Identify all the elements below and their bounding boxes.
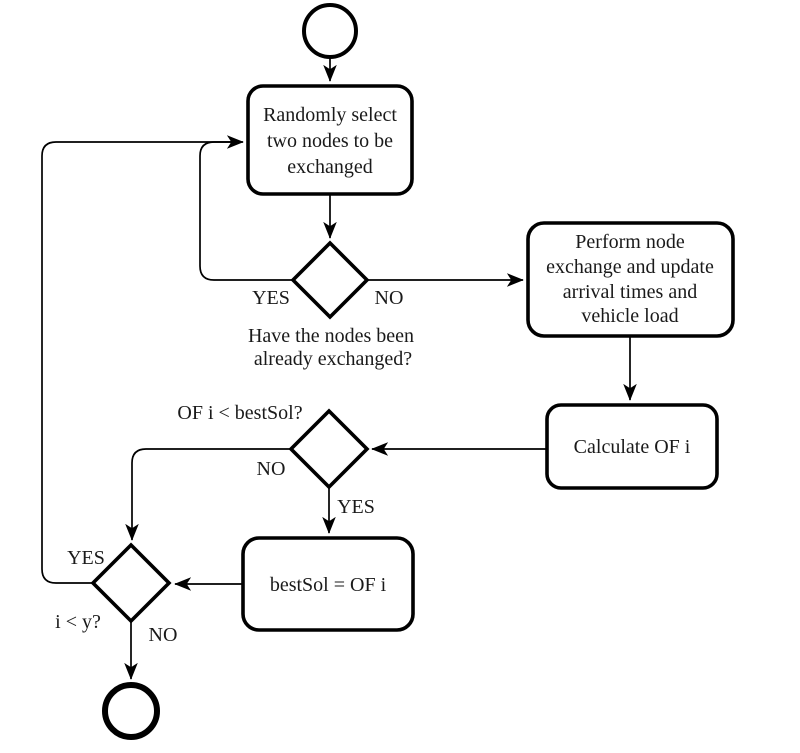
perform-exchange-box <box>526 221 735 338</box>
update-best-sol-label: bestSol = OF i <box>270 574 387 596</box>
update-best-sol-box <box>241 536 415 632</box>
select-nodes-box <box>246 84 414 196</box>
exchanged-check-diamond <box>290 240 370 320</box>
perform-exchange-label-line2: exchange and update <box>546 256 714 278</box>
select-nodes-label-line3: exchanged <box>287 156 373 178</box>
best-sol-check-no-label: NO <box>257 458 286 480</box>
best-sol-check-yes-label: YES <box>337 496 375 518</box>
iteration-check-question: i < y? <box>55 611 101 633</box>
perform-exchange-label-line1: Perform node <box>575 231 685 253</box>
perform-exchange-label-line3: arrival times and <box>563 281 697 303</box>
exchanged-check-question-line1: Have the nodes been <box>248 325 414 347</box>
select-nodes-label-line1: Randomly select <box>263 104 397 126</box>
best-sol-check-diamond <box>288 408 370 490</box>
start-node <box>302 3 358 59</box>
iteration-check-no-label: NO <box>149 624 178 646</box>
calculate-of-label: Calculate OF i <box>574 436 691 458</box>
end-node <box>102 682 160 740</box>
iteration-check-yes-label: YES <box>67 547 105 569</box>
perform-exchange-label-line4: vehicle load <box>581 305 678 327</box>
edge-iteration-yes-loop <box>41 135 244 584</box>
edge-best-no-to-iteration-check <box>125 448 291 541</box>
iteration-check-diamond <box>90 542 172 624</box>
exchanged-check-yes-label: YES <box>252 287 290 309</box>
calculate-of-box <box>545 403 719 490</box>
best-sol-check-question: OF i < bestSol? <box>177 402 302 424</box>
select-nodes-label-line2: two nodes to be <box>267 130 393 152</box>
exchanged-check-no-label: NO <box>375 287 404 309</box>
exchanged-check-question-line2: already exchanged? <box>254 348 412 370</box>
